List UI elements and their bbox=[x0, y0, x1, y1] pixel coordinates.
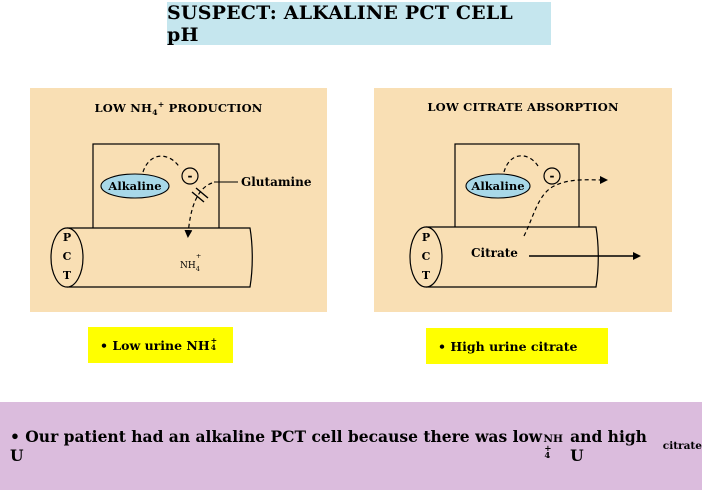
alkaline-oval-right bbox=[465, 173, 531, 199]
pct-tubule-end bbox=[50, 227, 84, 288]
slide-title: SUSPECT: ALKALINE PCT CELL pH bbox=[167, 2, 551, 46]
alkaline-label-right: Alkaline bbox=[470, 179, 524, 193]
tube-letter-c-right: C bbox=[422, 250, 431, 263]
pct-tubule bbox=[67, 227, 253, 288]
negative-charge-symbol-right: - bbox=[550, 169, 555, 183]
block-mark-1 bbox=[191, 191, 205, 203]
panel-title-right: LOW CITRATE ABSORPTION bbox=[427, 100, 619, 114]
dashed-path-oval-to-charge-right bbox=[503, 155, 539, 173]
alkaline-oval bbox=[100, 173, 170, 199]
dashed-arrow-to-nh4 bbox=[184, 182, 213, 238]
nh4-product-label: NH4+ bbox=[180, 252, 201, 273]
tube-letter-t-right: T bbox=[422, 269, 431, 282]
result-low-urine-nh4: • Low urine NH+4 bbox=[88, 327, 233, 363]
panel-title-left: LOW NH4+ PRODUCTION bbox=[94, 100, 263, 118]
dashed-path-oval-to-charge bbox=[142, 155, 181, 173]
pct-tubule-right bbox=[426, 226, 599, 288]
pct-tubule-end-right bbox=[409, 226, 443, 288]
panel-low-citrate-absorption: LOW CITRATE ABSORPTION P C T Alkaline - … bbox=[374, 88, 672, 312]
negative-charge-circle bbox=[181, 167, 199, 185]
conclusion-banner: • Our patient had an alkaline PCT cell b… bbox=[0, 402, 702, 490]
dashed-arrow-citrate-up bbox=[523, 175, 608, 237]
negative-charge-symbol: - bbox=[188, 169, 193, 183]
panel-low-nh4-production: LOW NH4+ PRODUCTION P C T Alkaline - Glu… bbox=[30, 88, 327, 312]
tube-letter-c: C bbox=[63, 250, 72, 263]
alkaline-label: Alkaline bbox=[107, 179, 161, 193]
tube-letter-p: P bbox=[63, 231, 71, 244]
citrate-cell-diagram: P C T Alkaline - Citrate bbox=[409, 143, 641, 288]
result-high-urine-citrate: • High urine citrate bbox=[426, 328, 608, 364]
tube-letter-t: T bbox=[63, 269, 72, 282]
negative-charge-circle-right bbox=[543, 167, 561, 185]
glutamine-label: Glutamine bbox=[241, 175, 312, 189]
citrate-label: Citrate bbox=[471, 246, 518, 260]
block-mark-2 bbox=[195, 187, 209, 199]
tube-letter-p-right: P bbox=[422, 231, 430, 244]
nh4-cell-diagram: P C T Alkaline - Glutamine NH4+ bbox=[50, 143, 312, 288]
